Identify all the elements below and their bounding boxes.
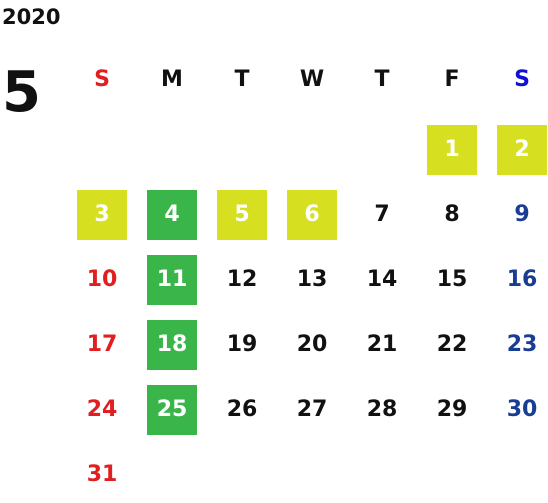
day-cell: 15	[436, 267, 468, 292]
day-cell: 3	[77, 190, 127, 240]
day-cell: 18	[147, 320, 197, 370]
day-cell: 19	[226, 332, 258, 357]
day-cell: 12	[226, 267, 258, 292]
day-cell: 22	[436, 332, 468, 357]
day-cell: 5	[217, 190, 267, 240]
weekday-label: W	[299, 67, 325, 92]
day-cell: 14	[366, 267, 398, 292]
day-cell: 20	[296, 332, 328, 357]
day-cell: 10	[86, 267, 118, 292]
day-cell: 8	[444, 202, 460, 227]
day-cell: 30	[506, 397, 538, 422]
day-cell: 13	[296, 267, 328, 292]
day-cell: 23	[506, 332, 538, 357]
day-cell: 26	[226, 397, 258, 422]
month-number: 5	[2, 60, 41, 125]
day-cell: 7	[374, 202, 390, 227]
day-cell: 1	[427, 125, 477, 175]
weekday-label: S	[514, 67, 530, 92]
day-cell: 21	[366, 332, 398, 357]
day-cell: 11	[147, 255, 197, 305]
day-cell: 9	[514, 202, 530, 227]
weekday-label: F	[444, 67, 460, 92]
day-cell: 2	[497, 125, 547, 175]
weekday-label: M	[161, 67, 183, 92]
weekday-label: T	[234, 67, 250, 92]
weekday-label: S	[94, 67, 110, 92]
day-cell: 17	[86, 332, 118, 357]
day-cell: 16	[506, 267, 538, 292]
day-cell: 25	[147, 385, 197, 435]
day-cell: 24	[86, 397, 118, 422]
day-cell: 28	[366, 397, 398, 422]
day-cell: 6	[287, 190, 337, 240]
weekday-label: T	[374, 67, 390, 92]
day-cell: 4	[147, 190, 197, 240]
day-cell: 29	[436, 397, 468, 422]
day-cell: 27	[296, 397, 328, 422]
day-cell: 31	[86, 462, 118, 487]
year-label: 2020	[2, 5, 61, 29]
